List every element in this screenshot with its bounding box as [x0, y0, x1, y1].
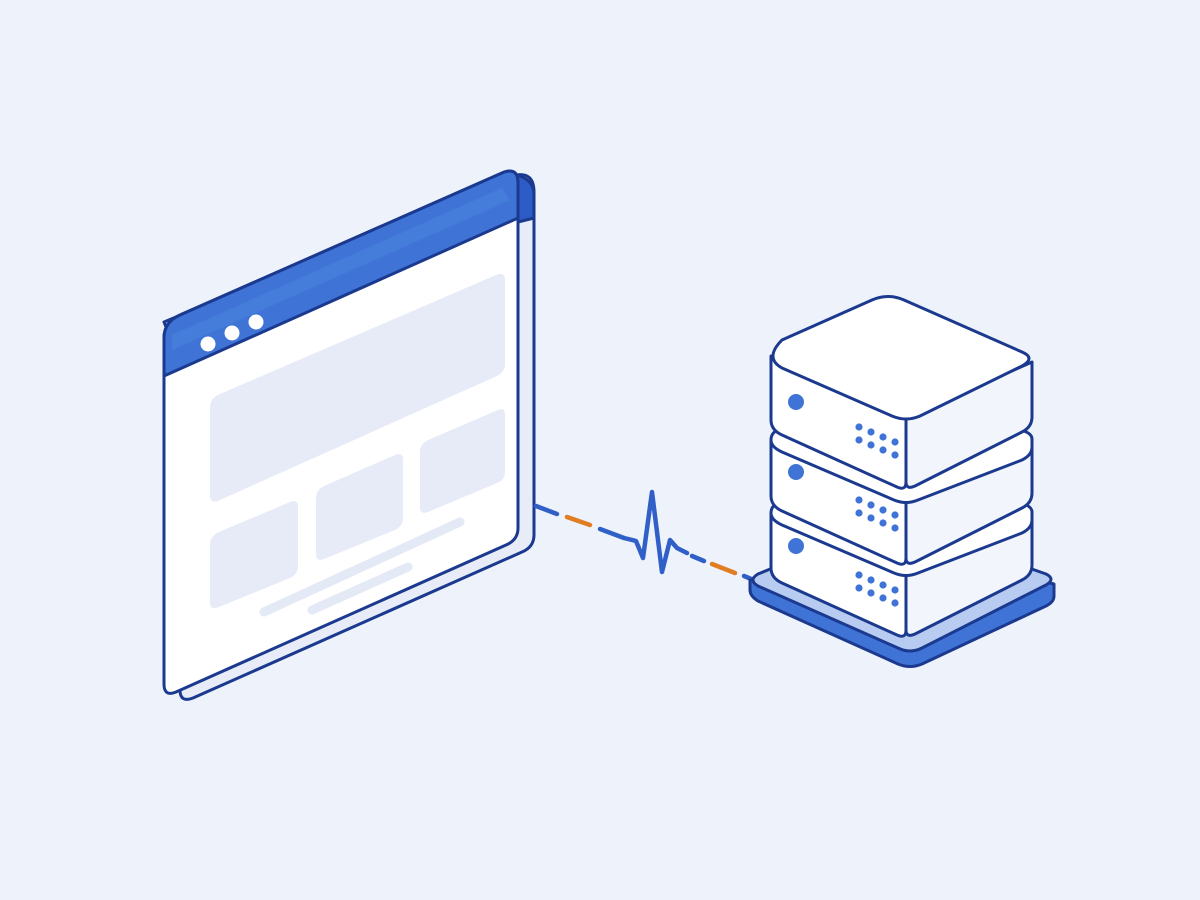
wire-segment — [689, 553, 707, 564]
vent-grid-icon — [855, 423, 899, 459]
card-placeholder — [210, 501, 298, 609]
browser-title-bar-highlight — [172, 188, 510, 350]
power-led-icon — [788, 538, 804, 554]
hero-banner-placeholder — [210, 273, 505, 502]
heartbeat-pulse-icon — [621, 489, 690, 575]
server-unit[interactable] — [769, 295, 1034, 490]
server-stack — [748, 295, 1056, 668]
window-dot-icon[interactable] — [248, 314, 264, 330]
window-dot-icon[interactable] — [224, 325, 240, 341]
browser-window — [162, 169, 536, 701]
window-dot-icon[interactable] — [200, 336, 216, 352]
card-placeholder — [316, 454, 403, 560]
wire-segment — [597, 526, 627, 541]
vent-grid-icon — [855, 496, 899, 532]
server-top-face — [771, 295, 1031, 421]
vent-grid-icon — [855, 571, 899, 607]
wire-segment — [564, 514, 593, 528]
wire-segment — [709, 561, 738, 576]
connection-line — [533, 489, 759, 584]
power-led-icon — [788, 464, 804, 480]
text-line-placeholder — [259, 517, 465, 617]
power-led-icon — [788, 394, 804, 410]
card-placeholder — [420, 409, 505, 513]
wire-segment — [533, 503, 560, 517]
text-line-placeholder — [307, 562, 413, 615]
